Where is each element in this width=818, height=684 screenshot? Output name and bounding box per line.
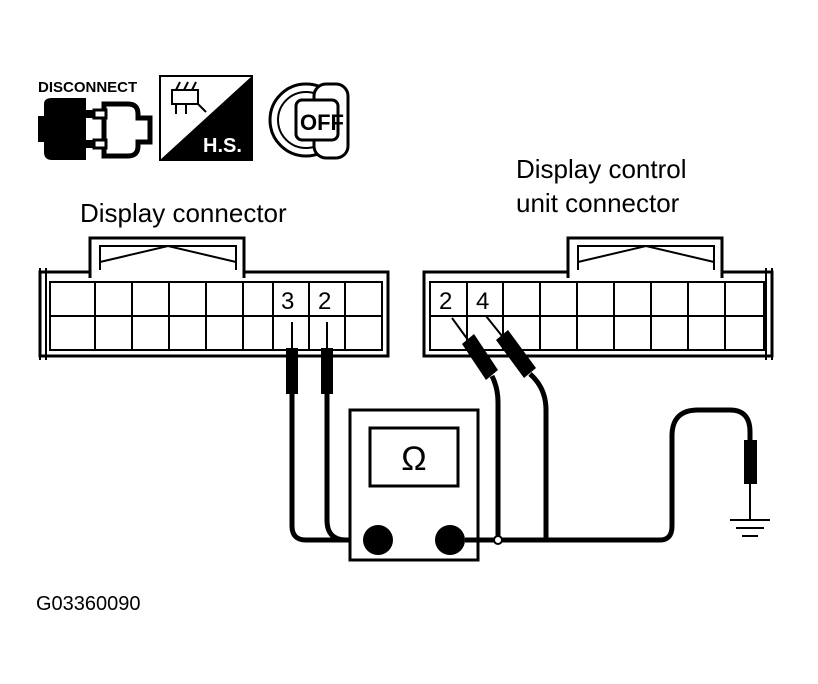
ignition-off-icon: OFF [268, 82, 350, 160]
ground-lead [659, 407, 757, 543]
probe-left-pin-3 [286, 322, 362, 543]
disconnect-label: DISCONNECT [38, 79, 137, 96]
disconnect-icon: DISCONNECT [38, 79, 153, 160]
left-pin-3-label: 3 [281, 288, 294, 315]
display-connector [38, 236, 390, 360]
meter-terminal-right [435, 525, 465, 555]
ohmmeter: Ω [348, 408, 480, 562]
hs-label: H.S. [203, 135, 242, 157]
off-label: OFF [300, 110, 344, 135]
display-control-unit-connector [422, 236, 774, 360]
right-connector-title-line2: unit connector [516, 188, 680, 218]
right-connector-title-line1: Display control [516, 154, 687, 184]
ohm-symbol: Ω [401, 440, 426, 478]
probe-right-pin-4 [485, 315, 549, 540]
ground-symbol [730, 519, 770, 537]
probe-right-pin-2 [451, 317, 501, 540]
hs-icon: H.S. [159, 75, 253, 161]
left-connector-title: Display connector [80, 198, 287, 228]
meter-terminal-left [363, 525, 393, 555]
lead-junction [493, 535, 503, 545]
probe-left-pin-2 [321, 322, 347, 543]
right-pin-4-label: 4 [476, 288, 489, 315]
right-pin-2-label: 2 [439, 288, 452, 315]
figure-id: G03360090 [36, 593, 141, 615]
left-pin-2-label: 2 [318, 288, 331, 315]
